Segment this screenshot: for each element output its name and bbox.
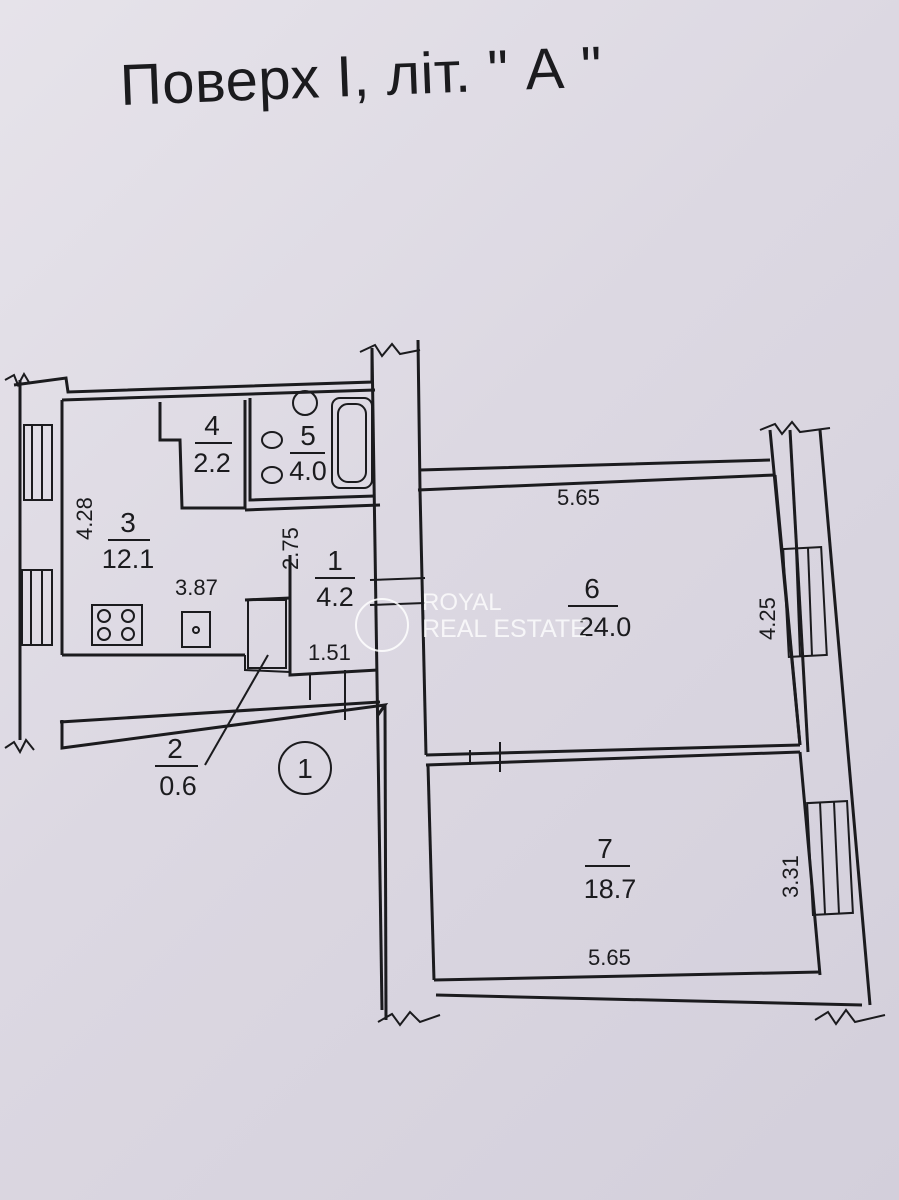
dim-room7-height: 3.31 [778,855,803,898]
apartment-marker: 1 [278,741,332,795]
room-6-label: 6 24.0 [568,573,631,642]
room-7-number: 7 [597,833,613,864]
watermark-line2: REAL ESTATE [422,615,587,643]
room-6-number: 6 [584,573,600,604]
room-3-label: 3 12.1 [102,507,155,574]
room-5-area: 4.0 [289,456,327,486]
left-block-walls [4,342,421,755]
dim-room6-width: 5.65 [557,485,600,510]
room-3-area: 12.1 [102,544,155,574]
apartment-marker-number: 1 [297,753,313,784]
room-4-area: 2.2 [193,448,231,478]
watermark-line1: ROYAL [422,589,502,616]
room-1-number: 1 [327,545,343,576]
dim-room6-height: 4.25 [755,597,780,640]
room-1-area: 4.2 [316,582,354,612]
dim-room3-height: 4.28 [72,497,97,540]
room-5-label: 5 4.0 [289,420,327,486]
dim-room1-width: 1.51 [308,640,351,665]
room-7-area: 18.7 [584,874,637,904]
central-walls [370,339,863,1027]
room-7-label: 7 18.7 [584,833,637,904]
right-block-walls [417,420,886,1026]
watermark: ROYAL REAL ESTATE [355,589,587,652]
room-2-number: 2 [167,733,183,764]
room-4-label: 4 2.2 [193,410,232,478]
dim-room1-height: 2.75 [278,527,303,570]
watermark-logo-icon [355,598,409,652]
room-5-number: 5 [300,420,316,451]
dim-room7-width: 5.65 [588,945,631,970]
room-2-label: 2 0.6 [155,733,198,801]
room-4-number: 4 [204,410,220,441]
room-1-label: 1 4.2 [315,545,355,612]
room-6-area: 24.0 [579,612,632,642]
partitions [91,390,426,766]
room-2-area: 0.6 [159,771,197,801]
room-3-number: 3 [120,507,136,538]
dim-room3-width: 3.87 [175,575,218,600]
